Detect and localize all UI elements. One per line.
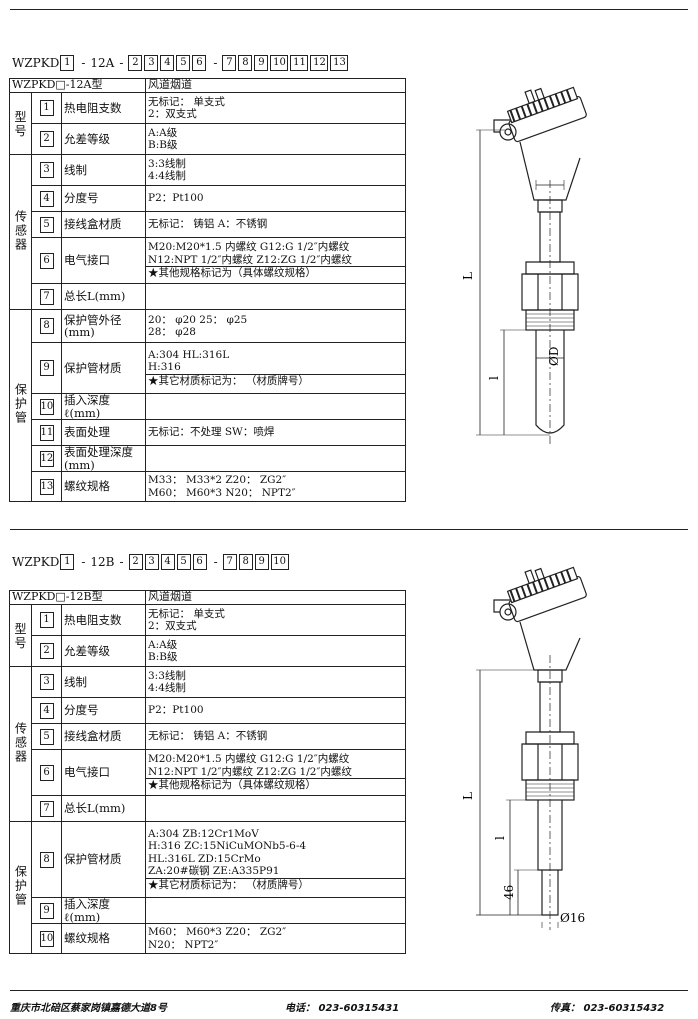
row-name: 线制 bbox=[60, 154, 147, 186]
row-options: P2：Pt100 bbox=[145, 697, 406, 724]
table-type-header: WZPKD□-12B型 bbox=[9, 590, 146, 605]
bottom-rule bbox=[10, 990, 688, 991]
row-options bbox=[145, 283, 406, 310]
row-name: 保护管材质 bbox=[60, 342, 147, 394]
row-name: 插入深度ℓ(mm) bbox=[60, 393, 147, 420]
row-name: 分度号 bbox=[60, 185, 147, 212]
dim-L: L bbox=[461, 792, 475, 800]
code-box: 3 bbox=[144, 554, 159, 570]
footer: 重庆市北碚区蔡家岗镇嘉德大道8号 电话： 023-60315431 传真： 02… bbox=[10, 999, 688, 1015]
code-box: 12 bbox=[310, 55, 329, 71]
row-options: 无标记： 铸铝 A：不锈钢 bbox=[145, 211, 406, 238]
dim-46: 46 bbox=[502, 885, 516, 900]
group-label-model: 型号 bbox=[9, 604, 32, 667]
code-box: 7 bbox=[222, 55, 237, 71]
model-code-b: WZPKD 1 - 12B - 2 3 4 5 6 - 7 8 9 10 bbox=[12, 553, 291, 571]
code-box: 4 bbox=[160, 554, 175, 570]
code-box: 7 bbox=[222, 554, 237, 570]
row-options: M33： M33*2 Z20： ZG2″M60： M60*3 N20： NPT2… bbox=[145, 471, 406, 502]
code-box: 9 bbox=[254, 55, 269, 71]
table-app-header: 风道烟道 bbox=[145, 590, 406, 605]
row-name: 表面处理 bbox=[60, 419, 147, 446]
code-box: 13 bbox=[330, 55, 349, 71]
dim-L: L bbox=[461, 272, 475, 280]
code-box: 5 bbox=[176, 554, 191, 570]
row-options: 无标记：不处理 SW：喷焊 bbox=[145, 419, 406, 446]
code-box: 10 bbox=[270, 554, 289, 570]
group-label-sensor: 传感器 bbox=[9, 666, 32, 822]
code-box: 2 bbox=[128, 554, 143, 570]
footer-phone: 电话： 023-60315431 bbox=[285, 1003, 400, 1014]
sensor-drawing-a: L l ØD bbox=[461, 86, 587, 445]
row-options bbox=[145, 445, 406, 472]
group-label-tube: 保护管 bbox=[9, 821, 32, 954]
table-type-header: WZPKD□-12A型 bbox=[8, 78, 147, 93]
dim-od: ØD bbox=[547, 347, 561, 366]
row-name: 允差等级 bbox=[61, 635, 146, 667]
row-name: 插入深度ℓ(mm) bbox=[61, 897, 146, 924]
footer-address: 重庆市北碚区蔡家岗镇嘉德大道8号 bbox=[10, 1003, 167, 1014]
code-box: 9 bbox=[254, 554, 269, 570]
code-box: 6 bbox=[192, 55, 207, 71]
row-name: 表面处理深度(mm) bbox=[60, 445, 147, 472]
code-box: 10 bbox=[270, 55, 289, 71]
row-name: 总长L(mm) bbox=[60, 283, 147, 310]
code-box: 11 bbox=[290, 55, 309, 71]
row-name: 保护管材质 bbox=[61, 821, 146, 898]
code-box: 1 bbox=[60, 554, 75, 570]
code-box: 8 bbox=[238, 554, 253, 570]
row-options bbox=[145, 795, 406, 822]
row-options: M60： M60*3 Z20： ZG2″N20： NPT2″ bbox=[145, 923, 406, 954]
row-name: 接线盒材质 bbox=[61, 723, 146, 750]
dim-l: l bbox=[487, 376, 501, 380]
table-app-header: 风道烟道 bbox=[145, 78, 406, 93]
code-box: 8 bbox=[238, 55, 253, 71]
group-label-tube: 保护管 bbox=[9, 309, 32, 502]
row-name: 接线盒材质 bbox=[60, 211, 147, 238]
sensor-drawing-b: L l 46 Ø16 bbox=[461, 566, 587, 930]
dim-16: Ø16 bbox=[560, 911, 585, 925]
code-box: 1 bbox=[60, 55, 75, 71]
row-name: 分度号 bbox=[61, 697, 146, 724]
code-box: 6 bbox=[192, 554, 207, 570]
footer-fax: 传真： 023-60315432 bbox=[550, 1003, 665, 1014]
row-options: 无标记： 铸铝 A：不锈钢 bbox=[145, 723, 406, 750]
row-options: P2：Pt100 bbox=[145, 185, 406, 212]
model-code-a: WZPKD 1 - 12A - 2 3 4 5 6 - 7 8 9 10 11 … bbox=[12, 54, 350, 72]
mid-rule bbox=[10, 529, 688, 530]
group-label-sensor: 传感器 bbox=[9, 154, 32, 310]
row-name: 螺纹规格 bbox=[61, 923, 146, 954]
row-name: 线制 bbox=[61, 666, 146, 698]
row-name: 热电阻支数 bbox=[61, 604, 146, 636]
dim-l: l bbox=[493, 836, 507, 840]
top-rule bbox=[10, 9, 688, 10]
group-label-model: 型号 bbox=[9, 92, 32, 155]
row-name: 热电阻支数 bbox=[60, 92, 147, 124]
code-box: 3 bbox=[144, 55, 159, 71]
row-options bbox=[145, 897, 406, 924]
row-name: 允差等级 bbox=[60, 123, 147, 155]
code-box: 4 bbox=[160, 55, 175, 71]
row-name: 总长L(mm) bbox=[61, 795, 146, 822]
row-name: 电气接口 bbox=[60, 237, 147, 284]
code-box: 5 bbox=[176, 55, 191, 71]
row-name: 电气接口 bbox=[61, 749, 146, 796]
row-name: 保护管外径(mm) bbox=[60, 309, 147, 343]
row-options bbox=[145, 393, 406, 420]
code-box: 2 bbox=[128, 55, 143, 71]
row-name: 螺纹规格 bbox=[60, 471, 147, 502]
